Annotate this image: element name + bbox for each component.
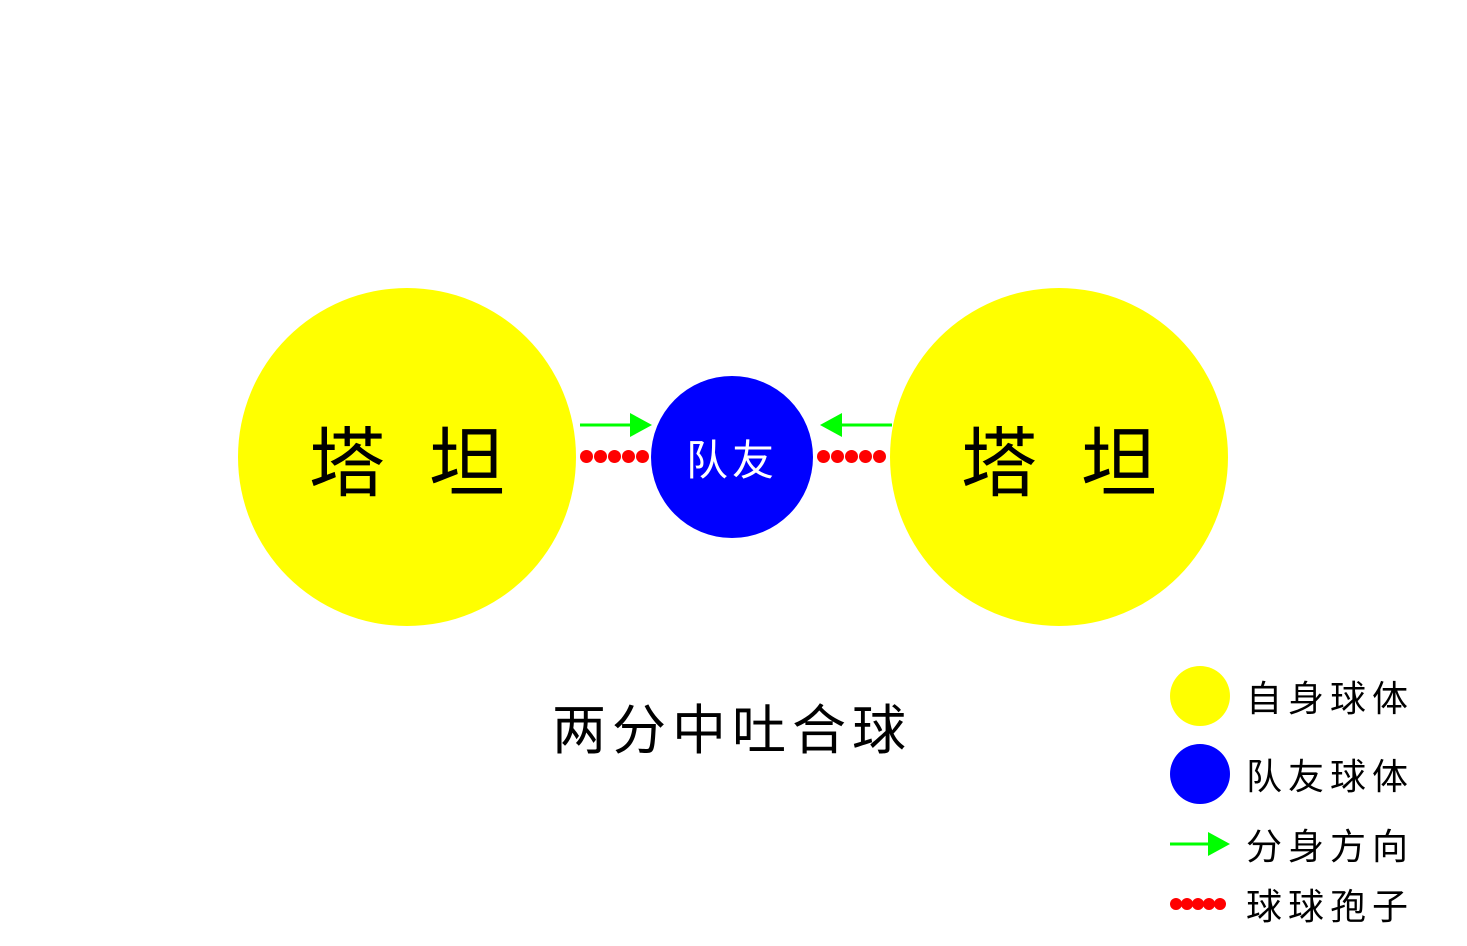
red-dots-icon xyxy=(1170,898,1234,910)
legend-teammate-ball: 队友球体 xyxy=(1170,744,1414,804)
teammate-ball: 队友 xyxy=(651,376,813,538)
spore-dot-icon xyxy=(636,450,649,463)
legend-split-direction: 分身方向 xyxy=(1170,818,1414,870)
spore-dot-icon xyxy=(622,450,635,463)
left-tank-ball: 塔坦 xyxy=(238,288,576,626)
legend-teammate-ball-label: 队友球体 xyxy=(1246,757,1415,798)
left-tank-label: 塔坦 xyxy=(309,419,549,508)
spore-dot-icon xyxy=(594,450,607,463)
yellow-circle-icon xyxy=(1170,666,1230,726)
spore-dot-icon xyxy=(845,450,858,463)
left-spores xyxy=(580,450,649,463)
green-arrow-icon xyxy=(1170,832,1230,856)
legend-self-ball: 自身球体 xyxy=(1170,666,1414,726)
right-tank-ball: 塔坦 xyxy=(890,288,1228,626)
legend-spores-label: 球球孢子 xyxy=(1246,887,1415,928)
spore-dot-icon xyxy=(831,450,844,463)
right-spores xyxy=(817,450,886,463)
legend-split-direction-label: 分身方向 xyxy=(1246,827,1415,868)
right-tank-label: 塔坦 xyxy=(961,419,1201,508)
legend-spores: 球球孢子 xyxy=(1170,878,1414,930)
right-split-arrow-icon xyxy=(820,413,892,437)
diagram-caption: 两分中吐合球 xyxy=(552,699,912,762)
left-split-arrow-icon xyxy=(580,413,652,437)
teammate-label: 队友 xyxy=(685,435,778,485)
spore-dot-icon xyxy=(817,450,830,463)
spore-dot-icon xyxy=(873,450,886,463)
spore-dot-icon xyxy=(580,450,593,463)
spore-dot-icon xyxy=(859,450,872,463)
blue-circle-icon xyxy=(1170,744,1230,804)
legend-self-ball-label: 自身球体 xyxy=(1246,679,1415,720)
spore-dot-icon xyxy=(608,450,621,463)
